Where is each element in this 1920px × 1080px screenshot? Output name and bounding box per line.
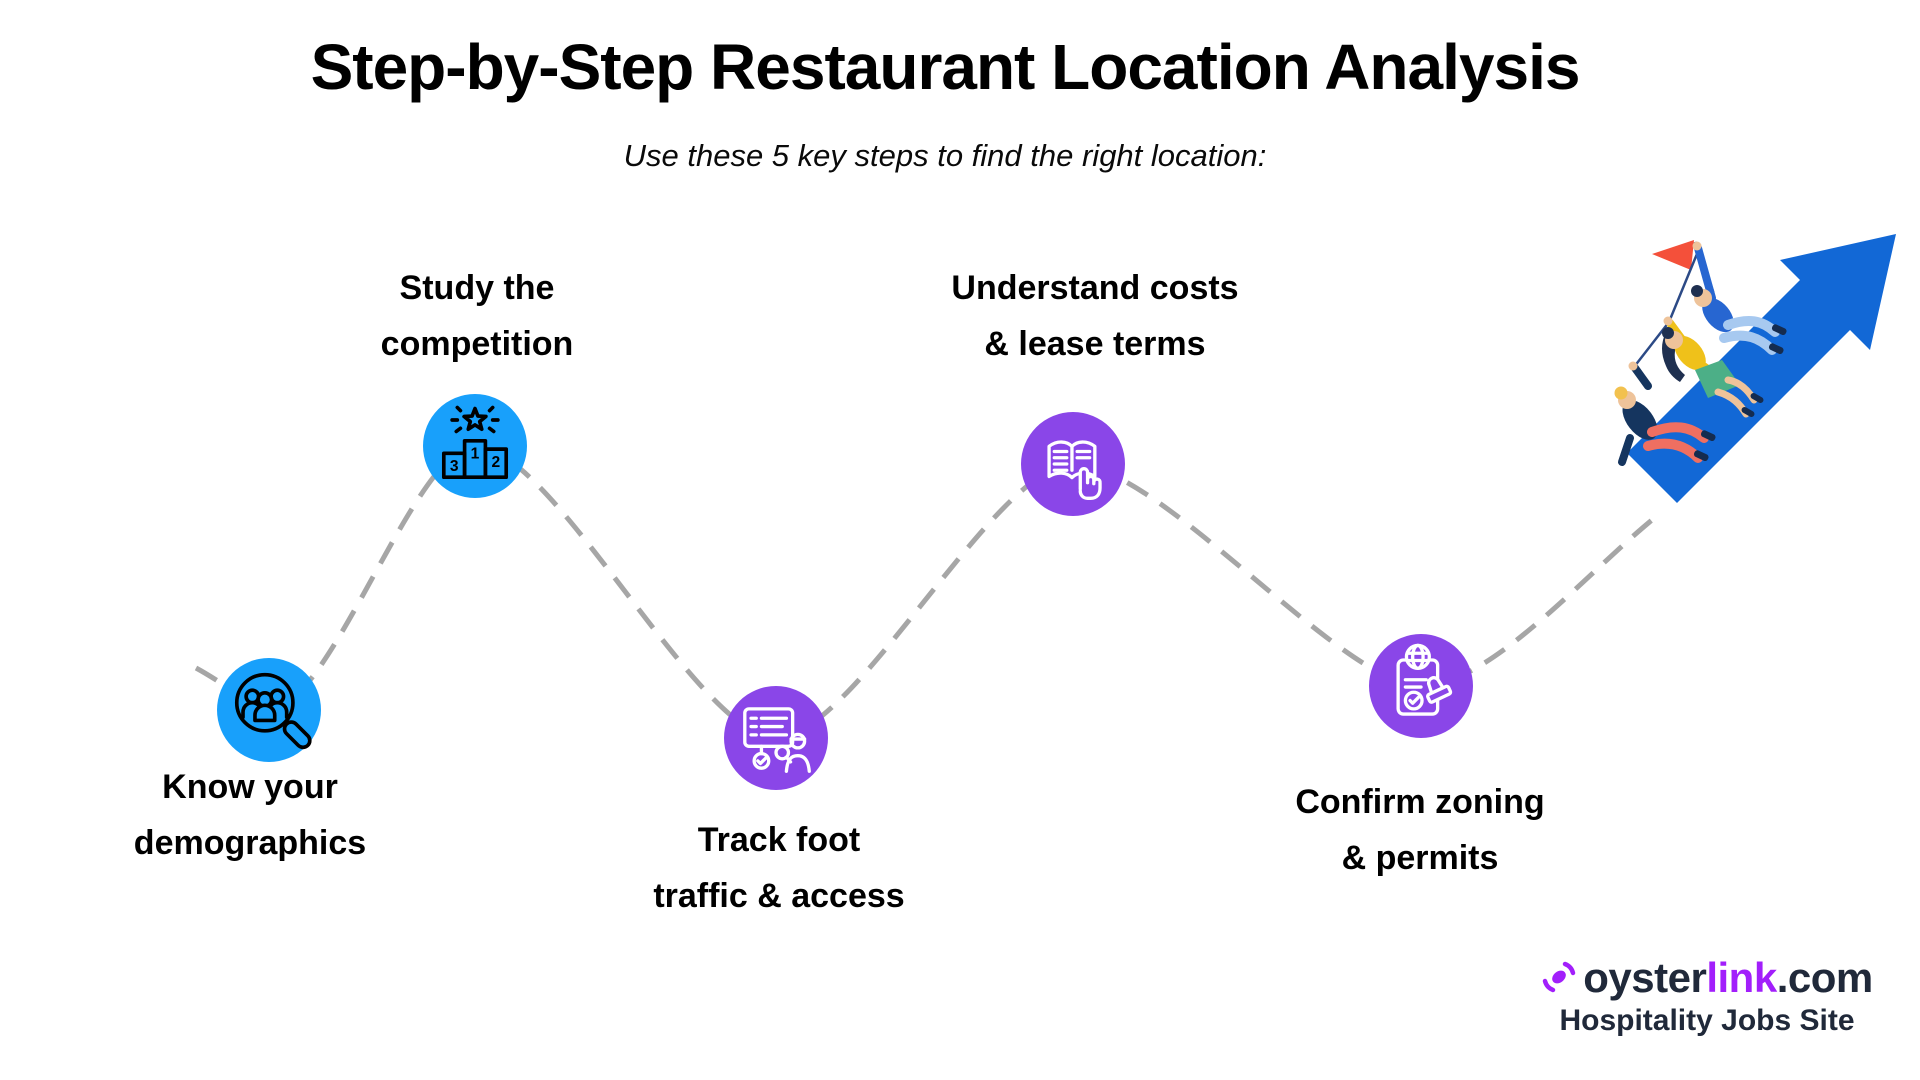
page-subtitle: Use these 5 key steps to find the right … bbox=[623, 138, 1267, 173]
brand-tagline: Hospitality Jobs Site bbox=[1559, 1004, 1855, 1037]
step-label-costs-lease: Understand costs & lease terms bbox=[865, 260, 1325, 372]
step-label-competition: Study the competition bbox=[247, 260, 707, 372]
red-flag bbox=[1652, 240, 1694, 270]
costs-lease-book-icon bbox=[1047, 440, 1102, 500]
step-label-line: & lease terms bbox=[984, 325, 1206, 363]
brand-oyster: oyster bbox=[1583, 954, 1707, 1001]
step-circle-demographics bbox=[217, 658, 321, 762]
competition-podium-icon: 3 1 2 bbox=[441, 405, 509, 480]
step-circle-foot-traffic bbox=[724, 686, 828, 790]
step-label-line: demographics bbox=[133, 824, 367, 862]
logo-brand-row: oysterlink.com bbox=[1541, 954, 1874, 1001]
step-label-line: Track foot bbox=[697, 821, 861, 859]
step-label-line: traffic & access bbox=[653, 877, 905, 915]
page-title: Step-by-Step Restaurant Location Analysi… bbox=[310, 31, 1581, 103]
climber-yellow bbox=[1662, 316, 1764, 418]
climber-flag-holder bbox=[1691, 241, 1787, 355]
step-circle-costs-lease bbox=[1021, 412, 1125, 516]
step-label-demographics: Know your demographics bbox=[20, 759, 480, 871]
step-circle-zoning-permits bbox=[1369, 634, 1473, 738]
step-label-line: competition bbox=[380, 325, 574, 363]
step-label-line: Understand costs bbox=[951, 269, 1239, 307]
growth-arrow-illustration bbox=[1614, 234, 1896, 503]
step-label-foot-traffic: Track foot traffic & access bbox=[549, 812, 1009, 924]
brand-wordmark: oysterlink.com bbox=[1583, 954, 1874, 1001]
podium-rank-3: 3 bbox=[450, 458, 459, 475]
foot-traffic-survey-icon bbox=[743, 707, 811, 773]
step-label-line: Confirm zoning bbox=[1295, 783, 1545, 821]
podium-rank-2: 2 bbox=[491, 454, 500, 471]
oysterlink-pearl-icon bbox=[1543, 961, 1576, 993]
brand-dotcom: .com bbox=[1776, 954, 1874, 1001]
brand-link: link bbox=[1706, 954, 1777, 1001]
demographics-magnifier-icon bbox=[234, 672, 312, 750]
step-label-line: Study the bbox=[399, 269, 555, 307]
zoning-permit-icon bbox=[1396, 643, 1453, 716]
step-circle-competition: 3 1 2 bbox=[423, 394, 527, 498]
climber-navy bbox=[1614, 361, 1716, 466]
step-label-zoning-permits: Confirm zoning & permits bbox=[1190, 774, 1650, 886]
step-label-line: Know your bbox=[162, 768, 338, 806]
podium-rank-1: 1 bbox=[471, 445, 480, 462]
oysterlink-logo: oysterlink.com Hospitality Jobs Site bbox=[1522, 956, 1892, 1038]
step-label-line: & permits bbox=[1341, 839, 1499, 877]
